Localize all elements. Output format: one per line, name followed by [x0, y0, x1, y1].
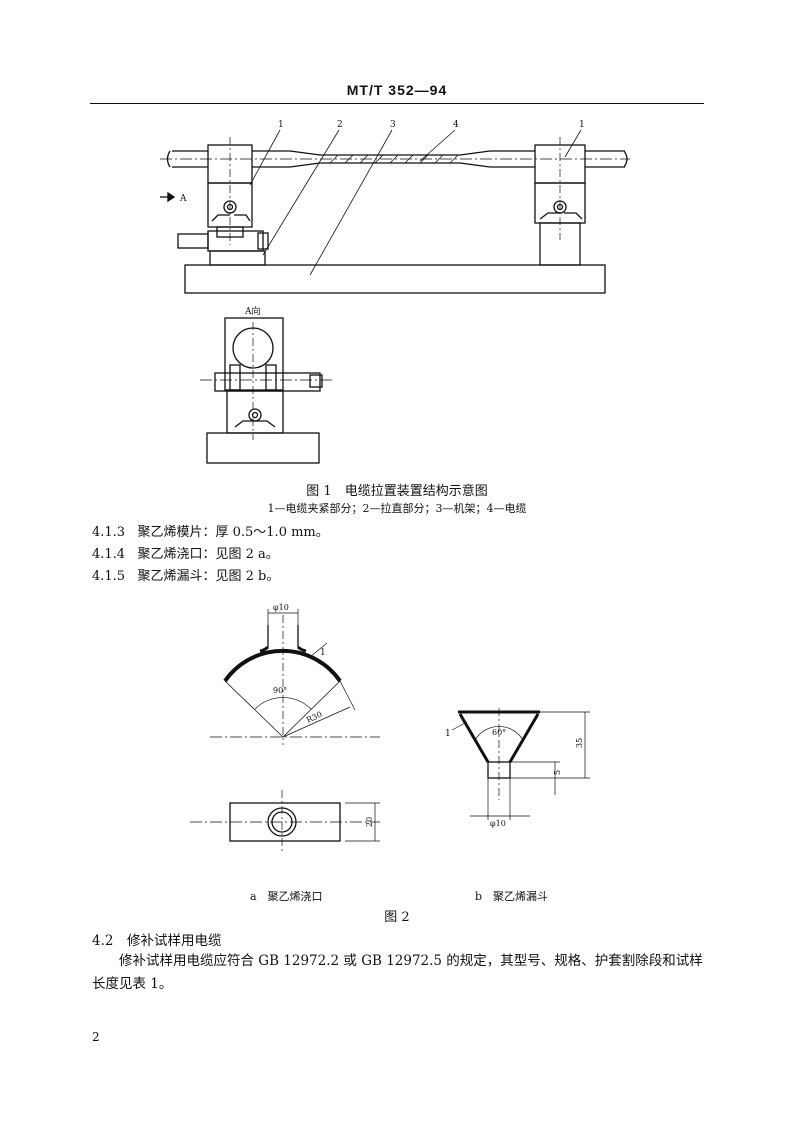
figure-2b-drawing: 60° 1 35 5 φ10 — [445, 708, 590, 828]
item-number: 4.1.4 — [92, 547, 126, 562]
fig1-callout-1a: 1 — [278, 120, 284, 130]
figure-1-legend: 1—电缆夹紧部分；2—拉直部分；3—机架；4—电缆 — [267, 502, 527, 515]
fig2a-radius: R30 — [305, 710, 323, 725]
item-4-1-5: 4.1.5 聚乙烯漏斗：见图 2 b。 — [92, 565, 279, 584]
fig1-view-label: A向 — [244, 305, 261, 317]
figure-2a-drawing: φ10 90° R30 1 20 — [190, 603, 380, 853]
figure-1-drawing: 1 2 3 4 1 — [160, 120, 630, 294]
figure-1-caption: 图 1 电缆拉置装置结构示意图 — [306, 484, 488, 499]
fig2a-angle: 90° — [273, 686, 287, 695]
item-number: 4.1.3 — [92, 525, 126, 540]
fig1-callout-2: 2 — [337, 120, 343, 130]
figure-2b-caption: b 聚乙烯漏斗 — [475, 890, 549, 903]
section-4-2-title: 4.2 修补试样用电缆 — [92, 933, 222, 949]
item-text: 聚乙烯浇口：见图 2 a。 — [137, 547, 279, 562]
document-header: MT/T 352—94 — [346, 82, 448, 98]
item-4-1-4: 4.1.4 聚乙烯浇口：见图 2 a。 — [92, 543, 279, 562]
item-text: 聚乙烯模片：厚 0.5～1.0 mm。 — [137, 525, 329, 540]
item-4-1-3: 4.1.3 聚乙烯模片：厚 0.5～1.0 mm。 — [92, 521, 329, 540]
section-4-2-body: 修补试样用电缆应符合 GB 12972.2 或 GB 12972.5 的规定，其… — [92, 953, 703, 992]
figure-2-caption: 图 2 — [384, 910, 410, 925]
fig2a-callout: 1 — [320, 648, 326, 658]
fig2b-neck: 5 — [553, 770, 562, 775]
fig1-callout-3: 3 — [390, 120, 396, 130]
fig2a-width: 20 — [365, 817, 374, 827]
fig1-callout-4: 4 — [453, 120, 459, 130]
fig2b-callout: 1 — [445, 729, 451, 739]
header-rule — [90, 103, 704, 104]
item-text: 聚乙烯漏斗：见图 2 b。 — [137, 569, 280, 584]
figure-1-view-a: A向 — [200, 305, 335, 464]
page-number: 2 — [92, 1030, 100, 1044]
fig2b-angle: 60° — [492, 728, 506, 737]
fig1-callout-1b: 1 — [579, 120, 585, 130]
figure-2a-caption: a 聚乙烯浇口 — [250, 890, 323, 903]
fig1-arrow-label: A — [179, 194, 187, 204]
fig2a-dia: φ10 — [273, 603, 289, 612]
fig2b-height: 35 — [575, 738, 584, 748]
fig2b-dia: φ10 — [490, 819, 506, 828]
item-number: 4.1.5 — [92, 569, 126, 584]
